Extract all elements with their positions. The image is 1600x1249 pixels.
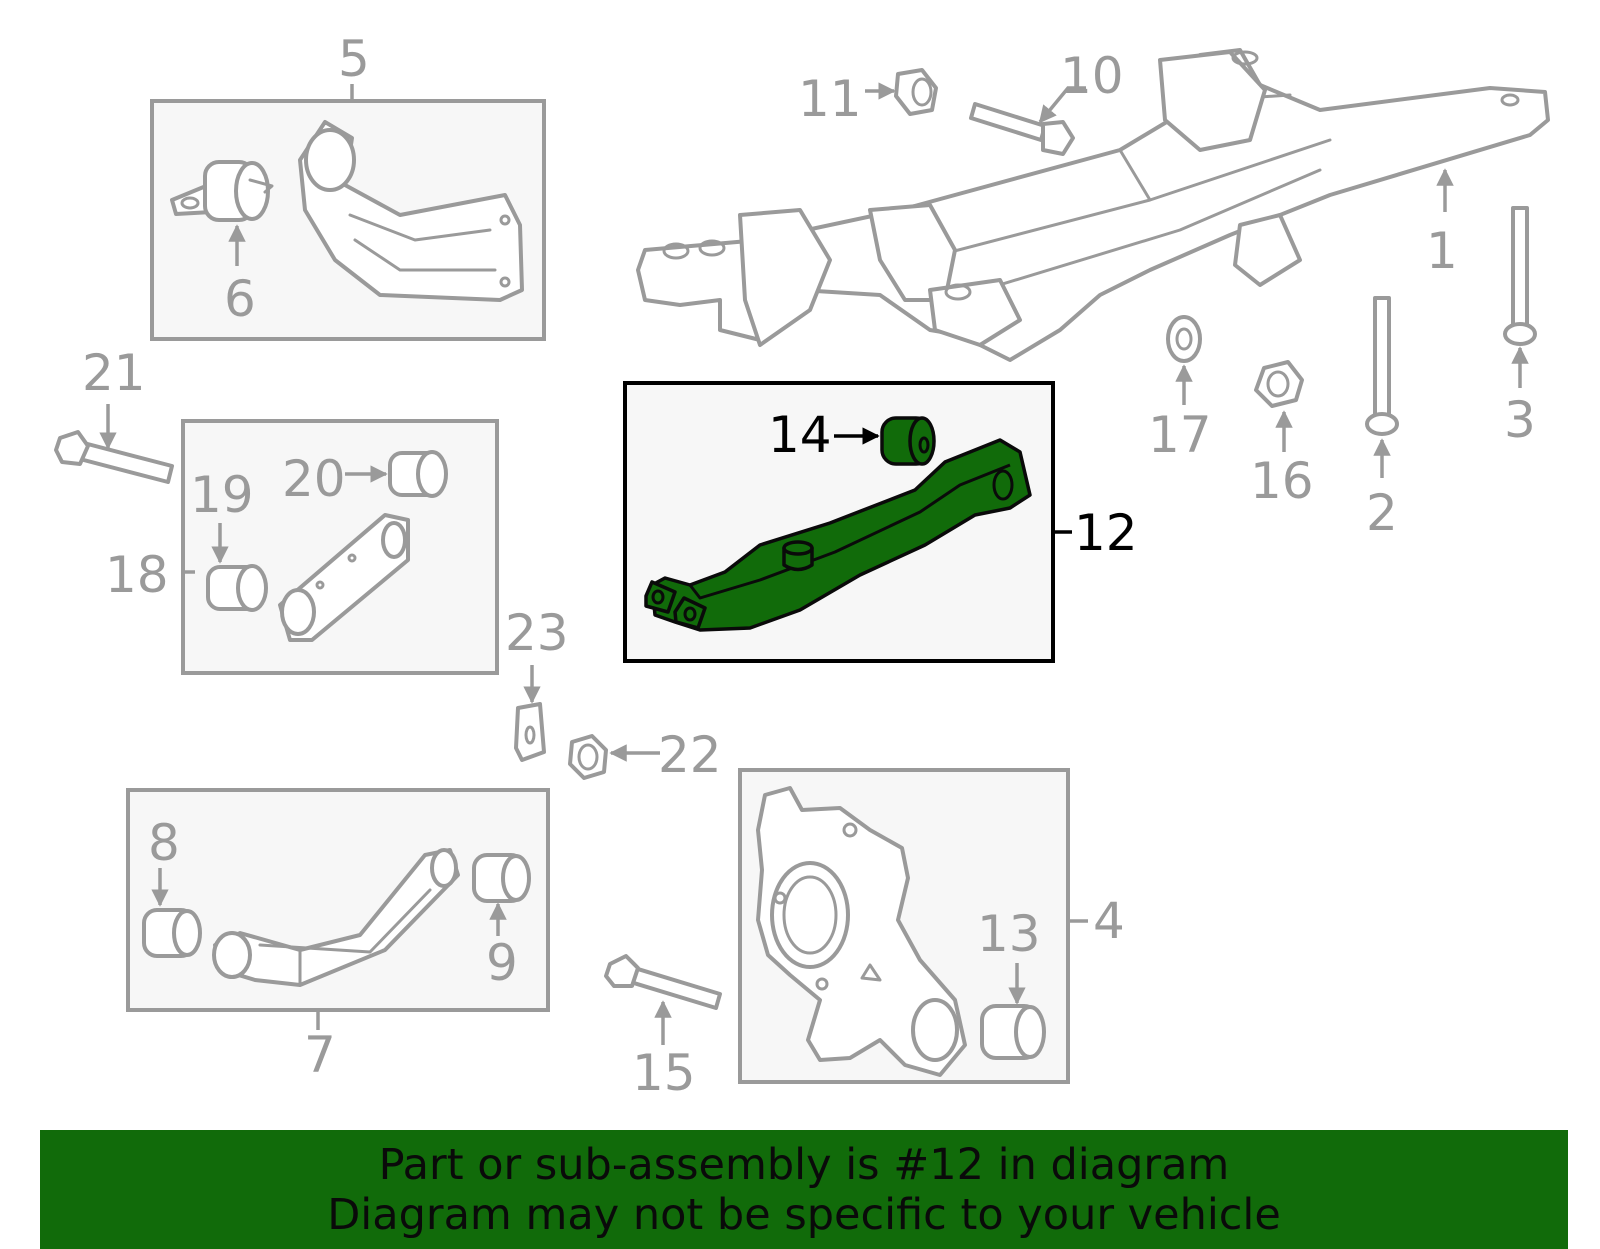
- callout-8: 8: [148, 814, 180, 872]
- callout-18: 18: [105, 546, 169, 604]
- callout-20: 20: [282, 450, 346, 508]
- callout-7: 7: [304, 1026, 336, 1084]
- bushing-part-8: [142, 908, 202, 958]
- callout-14: 14: [768, 406, 832, 464]
- leader-lines: [99, 82, 1529, 1045]
- nut-part-16: [1254, 360, 1304, 408]
- callout-1: 1: [1426, 222, 1458, 280]
- control-arm-part-12: [644, 438, 1032, 632]
- bushing-part-14: [880, 416, 936, 466]
- callout-3: 3: [1504, 391, 1536, 449]
- bushing-part-20: [388, 450, 448, 498]
- bushing-part-13: [980, 1004, 1046, 1060]
- info-banner: Part or sub-assembly is #12 in diagram D…: [40, 1130, 1568, 1249]
- callout-9: 9: [486, 934, 518, 992]
- bushing-part-19: [206, 564, 268, 612]
- callout-4: 4: [1093, 892, 1125, 950]
- callout-10: 10: [1060, 47, 1124, 105]
- subframe-part-1: [636, 48, 1550, 362]
- callout-2: 2: [1366, 484, 1398, 542]
- callout-13: 13: [977, 905, 1041, 963]
- nut-part-22: [568, 734, 608, 780]
- callout-16: 16: [1250, 452, 1314, 510]
- upper-arm-part-5: [298, 120, 524, 302]
- toe-link-part-7: [212, 848, 460, 987]
- callout-21: 21: [82, 344, 146, 402]
- callout-15: 15: [632, 1044, 696, 1102]
- bushing-part-9: [472, 853, 531, 903]
- bushing-part-6: [170, 160, 274, 222]
- bolt-part-15: [604, 954, 722, 1010]
- nut-part-11: [894, 68, 938, 116]
- bolt-part-10: [969, 102, 1075, 156]
- callout-6: 6: [224, 270, 256, 328]
- callout-19: 19: [190, 466, 254, 524]
- plate-part-23: [514, 702, 546, 762]
- banner-line-1: Part or sub-assembly is #12 in diagram: [378, 1140, 1230, 1190]
- callout-22: 22: [658, 726, 722, 784]
- knuckle-part-4: [756, 786, 967, 1077]
- callout-12: 12: [1074, 504, 1138, 562]
- bolt-part-2: [1365, 296, 1399, 436]
- link-part-18: [278, 513, 410, 642]
- callout-11: 11: [798, 70, 862, 128]
- callout-17: 17: [1148, 406, 1212, 464]
- bolt-part-21: [54, 430, 174, 484]
- callout-23: 23: [505, 604, 569, 662]
- banner-line-2: Diagram may not be specific to your vehi…: [327, 1190, 1281, 1240]
- bolt-part-3: [1503, 206, 1537, 346]
- callout-5: 5: [338, 30, 370, 88]
- washer-part-17: [1166, 315, 1202, 363]
